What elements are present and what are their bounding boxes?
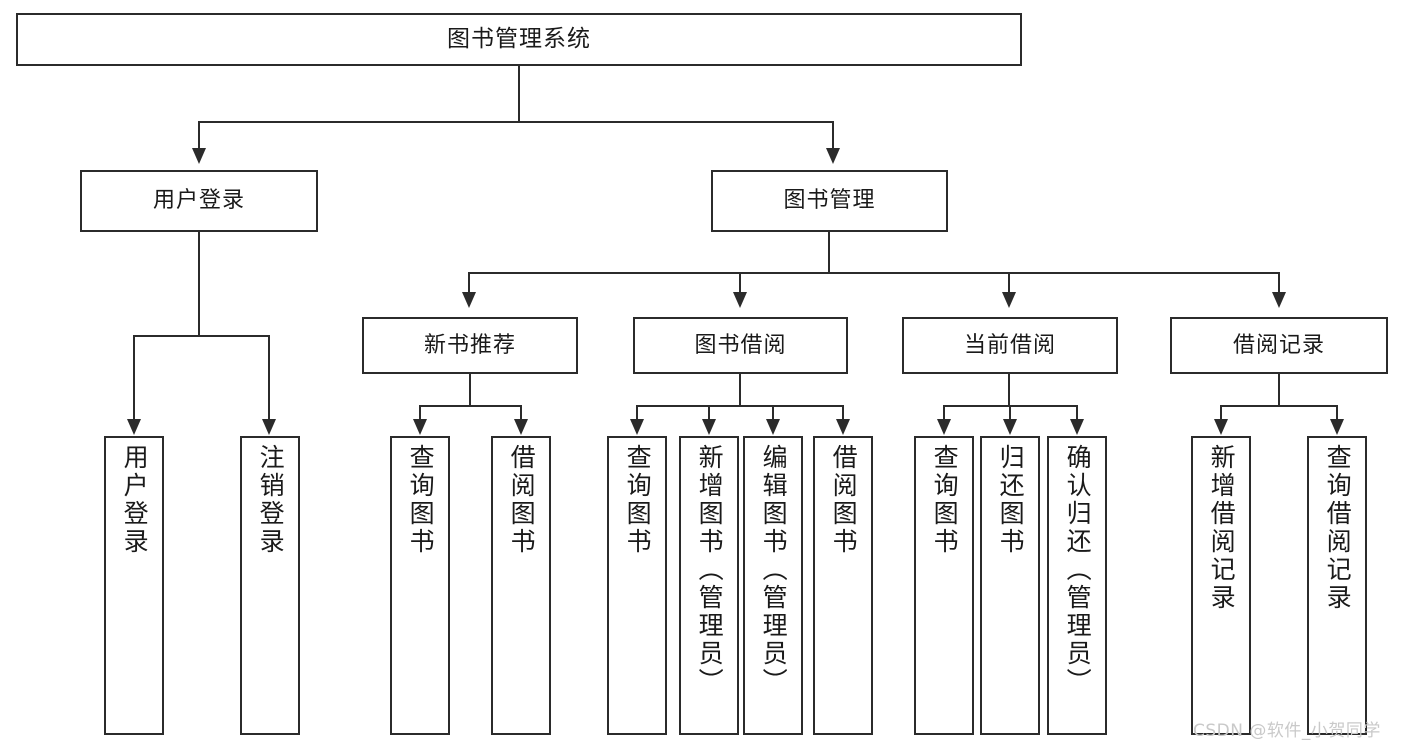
node-label: 确认归还（管理员） xyxy=(1063,444,1093,696)
node-label: 归还图书 xyxy=(996,444,1026,556)
node-label: 借阅图书 xyxy=(507,444,537,556)
connector-book-manage-stem xyxy=(828,232,830,274)
arrow-to-leaf-user-login-2 xyxy=(262,419,276,435)
connector-book-manage-bus xyxy=(468,272,1280,274)
leaf-user-login-logout[interactable]: 注销登录 xyxy=(240,436,300,735)
connector-current-borrow-drop-2 xyxy=(1009,405,1011,421)
node-label: 用户登录 xyxy=(152,188,245,214)
node-new-book-recommend[interactable]: 新书推荐 xyxy=(362,317,578,374)
arrow-to-current-borrow xyxy=(1002,292,1016,308)
node-label: 查询图书 xyxy=(930,444,960,556)
node-label: 新增借阅记录 xyxy=(1207,444,1237,612)
node-label: 编辑图书（管理员） xyxy=(759,444,789,696)
node-book-manage[interactable]: 图书管理 xyxy=(711,170,948,232)
arrow-to-book-manage xyxy=(826,148,840,164)
node-label: 借阅记录 xyxy=(1232,332,1325,358)
connector-book-manage-drop-3 xyxy=(1008,272,1010,294)
leaf-current-borrow-confirm[interactable]: 确认归还（管理员） xyxy=(1047,436,1107,735)
connector-new-book-drop-2 xyxy=(520,405,522,421)
arrow-to-leaf-current-borrow-2 xyxy=(1003,419,1017,435)
leaf-book-borrow-edit[interactable]: 编辑图书（管理员） xyxy=(743,436,803,735)
node-label: 借阅图书 xyxy=(829,444,859,556)
connector-current-borrow-drop-3 xyxy=(1076,405,1078,421)
connector-book-borrow-drop-4 xyxy=(842,405,844,421)
connector-root-drop-2 xyxy=(832,121,834,149)
connector-user-login-bus xyxy=(133,335,270,337)
connector-book-manage-drop-1 xyxy=(468,272,470,294)
arrow-to-leaf-book-borrow-3 xyxy=(766,419,780,435)
connector-borrow-record-bus xyxy=(1220,405,1338,407)
node-label: 图书借阅 xyxy=(694,332,787,358)
node-label: 查询图书 xyxy=(406,444,436,556)
node-label: 查询图书 xyxy=(623,444,653,556)
connector-book-borrow-drop-2 xyxy=(708,405,710,421)
arrow-to-leaf-user-login-1 xyxy=(127,419,141,435)
connector-borrow-record-drop-1 xyxy=(1220,405,1222,421)
connector-new-book-drop-1 xyxy=(419,405,421,421)
node-current-borrow[interactable]: 当前借阅 xyxy=(902,317,1118,374)
leaf-new-book-borrow[interactable]: 借阅图书 xyxy=(491,436,551,735)
connector-root-bus xyxy=(198,121,834,123)
leaf-book-borrow-borrow[interactable]: 借阅图书 xyxy=(813,436,873,735)
arrow-to-leaf-new-book-2 xyxy=(514,419,528,435)
node-label: 查询借阅记录 xyxy=(1323,444,1353,612)
node-label: 新书推荐 xyxy=(423,332,516,358)
node-root-library-system[interactable]: 图书管理系统 xyxy=(16,13,1022,66)
node-label: 图书管理系统 xyxy=(447,25,591,52)
leaf-new-book-query[interactable]: 查询图书 xyxy=(390,436,450,735)
arrow-to-borrow-record xyxy=(1272,292,1286,308)
leaf-borrow-record-query[interactable]: 查询借阅记录 xyxy=(1307,436,1367,735)
leaf-book-borrow-add[interactable]: 新增图书（管理员） xyxy=(679,436,739,735)
connector-user-login-stem xyxy=(198,232,200,336)
arrow-to-new-book-recommend xyxy=(462,292,476,308)
leaf-current-borrow-return[interactable]: 归还图书 xyxy=(980,436,1040,735)
connector-book-manage-drop-2 xyxy=(739,272,741,294)
connector-root-stem xyxy=(518,66,520,122)
connector-user-login-drop-2 xyxy=(268,335,270,421)
connector-book-borrow-drop-3 xyxy=(772,405,774,421)
arrow-to-leaf-borrow-record-2 xyxy=(1330,419,1344,435)
node-user-login[interactable]: 用户登录 xyxy=(80,170,318,232)
leaf-borrow-record-add[interactable]: 新增借阅记录 xyxy=(1191,436,1251,735)
arrow-to-book-borrow xyxy=(733,292,747,308)
arrow-to-leaf-book-borrow-1 xyxy=(630,419,644,435)
arrow-to-leaf-new-book-1 xyxy=(413,419,427,435)
connector-borrow-record-drop-2 xyxy=(1336,405,1338,421)
node-label: 新增图书（管理员） xyxy=(695,444,725,696)
csdn-watermark: CSDN @软件_小贺同学 xyxy=(1193,721,1381,741)
arrow-to-leaf-borrow-record-1 xyxy=(1214,419,1228,435)
connector-borrow-record-stem xyxy=(1278,374,1280,406)
node-borrow-record[interactable]: 借阅记录 xyxy=(1170,317,1388,374)
connector-new-book-bus xyxy=(419,405,522,407)
connector-current-borrow-stem xyxy=(1008,374,1010,406)
connector-user-login-drop-1 xyxy=(133,335,135,421)
connector-book-borrow-drop-1 xyxy=(636,405,638,421)
connector-book-borrow-stem xyxy=(739,374,741,406)
leaf-user-login-login[interactable]: 用户登录 xyxy=(104,436,164,735)
node-label: 注销登录 xyxy=(256,444,286,556)
connector-book-manage-drop-4 xyxy=(1278,272,1280,294)
leaf-current-borrow-query[interactable]: 查询图书 xyxy=(914,436,974,735)
node-label: 当前借阅 xyxy=(963,332,1056,358)
connector-root-drop-1 xyxy=(198,121,200,149)
arrow-to-user-login xyxy=(192,148,206,164)
leaf-book-borrow-query[interactable]: 查询图书 xyxy=(607,436,667,735)
arrow-to-leaf-book-borrow-4 xyxy=(836,419,850,435)
arrow-to-leaf-book-borrow-2 xyxy=(702,419,716,435)
node-book-borrow[interactable]: 图书借阅 xyxy=(633,317,848,374)
connector-new-book-stem xyxy=(469,374,471,406)
connector-book-borrow-bus xyxy=(636,405,844,407)
node-label: 图书管理 xyxy=(783,188,876,214)
arrow-to-leaf-current-borrow-1 xyxy=(937,419,951,435)
connector-current-borrow-drop-1 xyxy=(943,405,945,421)
node-label: 用户登录 xyxy=(120,444,150,556)
arrow-to-leaf-current-borrow-3 xyxy=(1070,419,1084,435)
